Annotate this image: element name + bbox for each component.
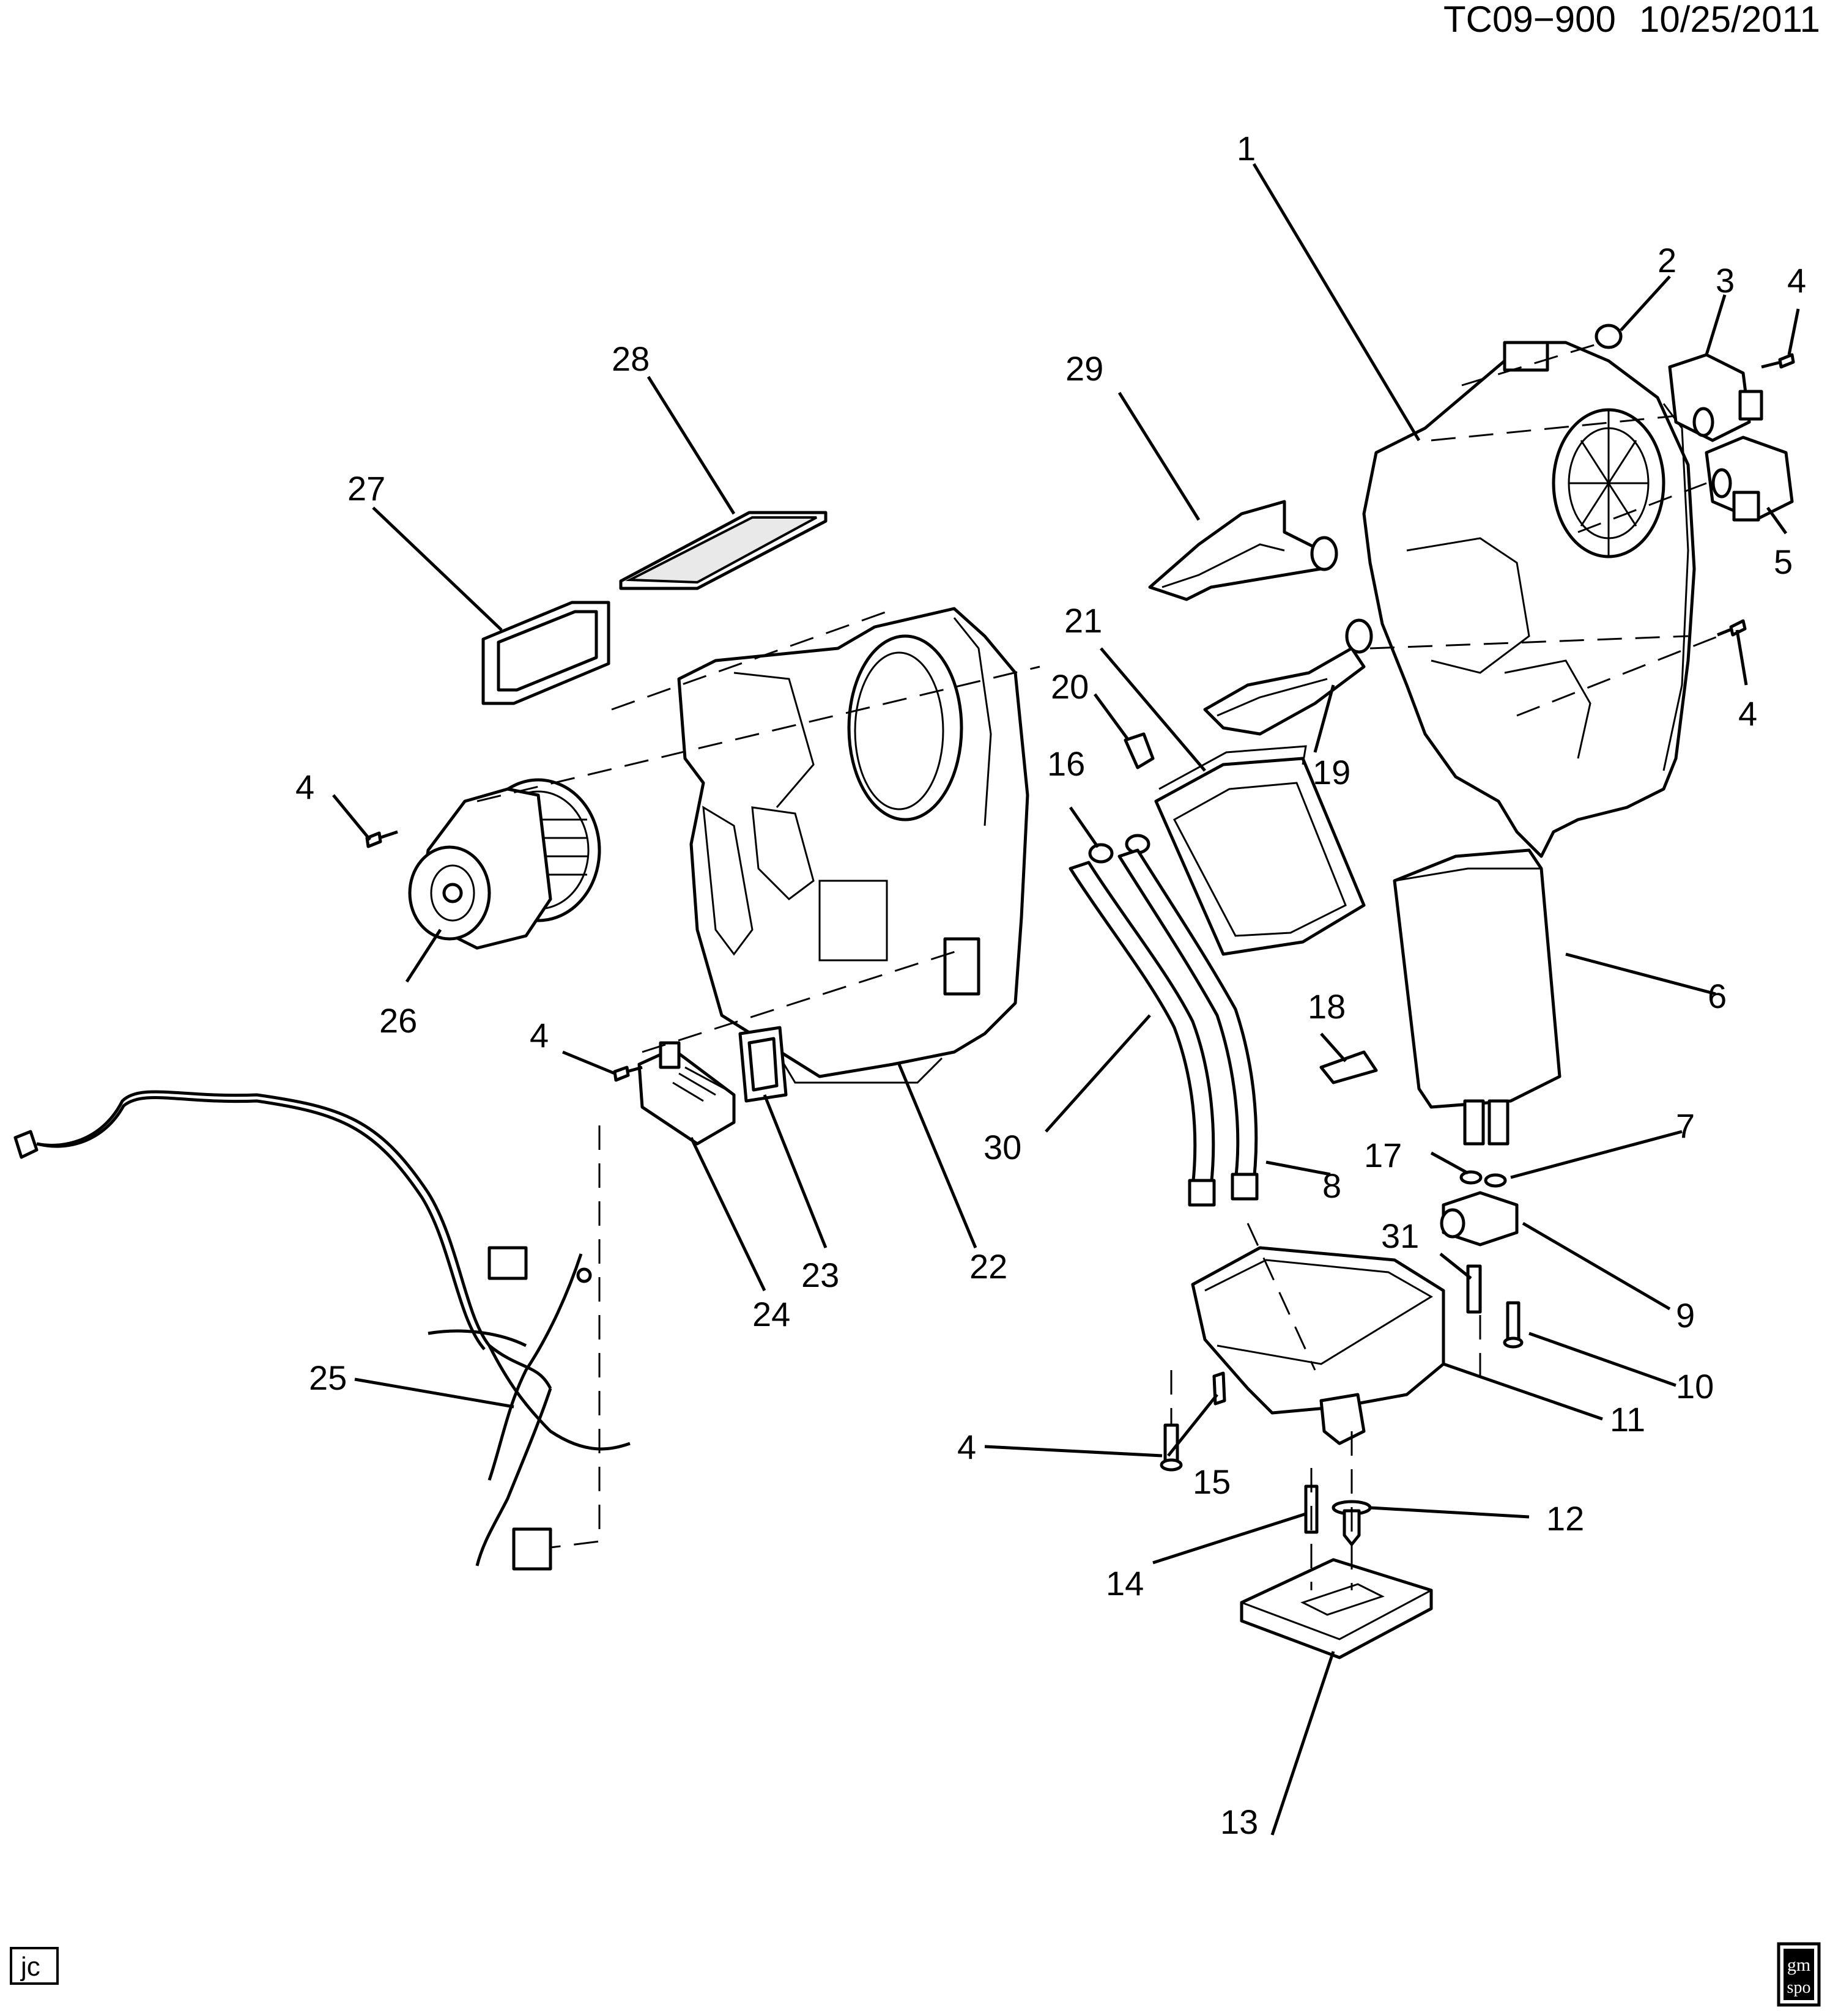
svg-text:spo: spo xyxy=(1787,1978,1811,1997)
callout-28: 28 xyxy=(612,339,650,378)
callout-14: 14 xyxy=(1106,1564,1144,1603)
part-25-wiring-harness xyxy=(13,1090,631,1571)
callout-23: 23 xyxy=(801,1256,839,1294)
part-19-bracket xyxy=(1203,618,1373,736)
part-2-grommet xyxy=(1595,324,1623,349)
part-18-clip xyxy=(1319,1050,1378,1084)
callout-22: 22 xyxy=(969,1247,1007,1286)
callout-9: 9 xyxy=(1676,1296,1695,1335)
screw-4-right xyxy=(1717,619,1747,637)
svg-text:jc: jc xyxy=(20,1952,40,1982)
part-9-expansion-valve xyxy=(1440,1191,1519,1247)
callout-4: 4 xyxy=(530,1016,549,1054)
screw-4-motor xyxy=(365,830,398,848)
part-30-heater-pipes xyxy=(1069,848,1259,1207)
part-31-stud xyxy=(1466,1264,1482,1314)
drawing-id: TC09−900 xyxy=(1443,0,1616,40)
callout-20: 20 xyxy=(1051,667,1089,706)
author-tag: jc xyxy=(10,1947,59,1985)
callout-11: 11 xyxy=(1610,1400,1645,1439)
callout-24: 24 xyxy=(752,1295,790,1333)
drawing-date: 10/25/2011 xyxy=(1639,0,1820,40)
part-26-blower-motor xyxy=(408,778,601,950)
part-1-rear-housing xyxy=(1362,341,1696,858)
gm-spo-logo: gm spo xyxy=(1777,1942,1821,2007)
callout-4: 4 xyxy=(957,1428,976,1466)
svg-text:gm: gm xyxy=(1787,1955,1810,1975)
part-5-actuator xyxy=(1705,435,1794,522)
callout-7: 7 xyxy=(1676,1106,1695,1145)
callout-19: 19 xyxy=(1313,753,1350,791)
callout-21: 21 xyxy=(1064,601,1102,640)
callout-6: 6 xyxy=(1708,977,1727,1015)
part-29-bracket xyxy=(1148,500,1338,601)
part-27-seal xyxy=(481,601,610,705)
callout-4: 4 xyxy=(1787,261,1806,300)
screw-4-resistor xyxy=(613,1065,643,1082)
callout-27: 27 xyxy=(347,469,385,508)
callout-29: 29 xyxy=(1065,349,1103,388)
part-11-lower-case xyxy=(1191,1246,1445,1445)
callout-numbers: 1 2 3 4 5 4 6 7 8 9 10 11 12 13 14 15 4 … xyxy=(295,129,1806,1841)
alignment-lines xyxy=(476,341,1719,1590)
callout-1: 1 xyxy=(1237,129,1256,168)
callout-16: 16 xyxy=(1047,744,1085,783)
callout-10: 10 xyxy=(1676,1367,1714,1406)
part-13-plate xyxy=(1240,1558,1433,1659)
part-24-blower-resistor xyxy=(637,1041,736,1146)
callout-15: 15 xyxy=(1193,1462,1231,1501)
screw-4-top xyxy=(1761,353,1795,369)
callout-26: 26 xyxy=(379,1001,417,1040)
callout-30: 30 xyxy=(984,1128,1021,1166)
part-7-seal xyxy=(1484,1173,1507,1188)
callout-5: 5 xyxy=(1774,543,1793,581)
part-21-heater-core xyxy=(1154,745,1366,956)
callout-8: 8 xyxy=(1322,1166,1341,1205)
part-22-front-housing xyxy=(677,607,1029,1084)
part-10-bolt xyxy=(1503,1301,1524,1349)
callout-18: 18 xyxy=(1308,987,1346,1026)
callout-2: 2 xyxy=(1658,241,1676,280)
screw-4-bottom xyxy=(1160,1423,1183,1472)
callout-4: 4 xyxy=(295,768,314,806)
leader-lines xyxy=(332,163,1800,1836)
callout-3: 3 xyxy=(1716,261,1735,300)
part-28-filter xyxy=(619,511,828,590)
part-20-clip xyxy=(1124,732,1155,769)
callout-13: 13 xyxy=(1220,1803,1258,1841)
part-23-gasket xyxy=(738,1026,788,1103)
callout-12: 12 xyxy=(1546,1499,1584,1538)
callout-25: 25 xyxy=(309,1358,347,1397)
part-17-seal xyxy=(1459,1170,1483,1185)
callout-17: 17 xyxy=(1364,1136,1402,1174)
callout-4: 4 xyxy=(1738,694,1757,733)
part-6-evaporator xyxy=(1393,848,1561,1146)
part-15-clip xyxy=(1212,1371,1226,1406)
callout-31: 31 xyxy=(1381,1217,1419,1255)
part-3-actuator xyxy=(1668,353,1763,442)
